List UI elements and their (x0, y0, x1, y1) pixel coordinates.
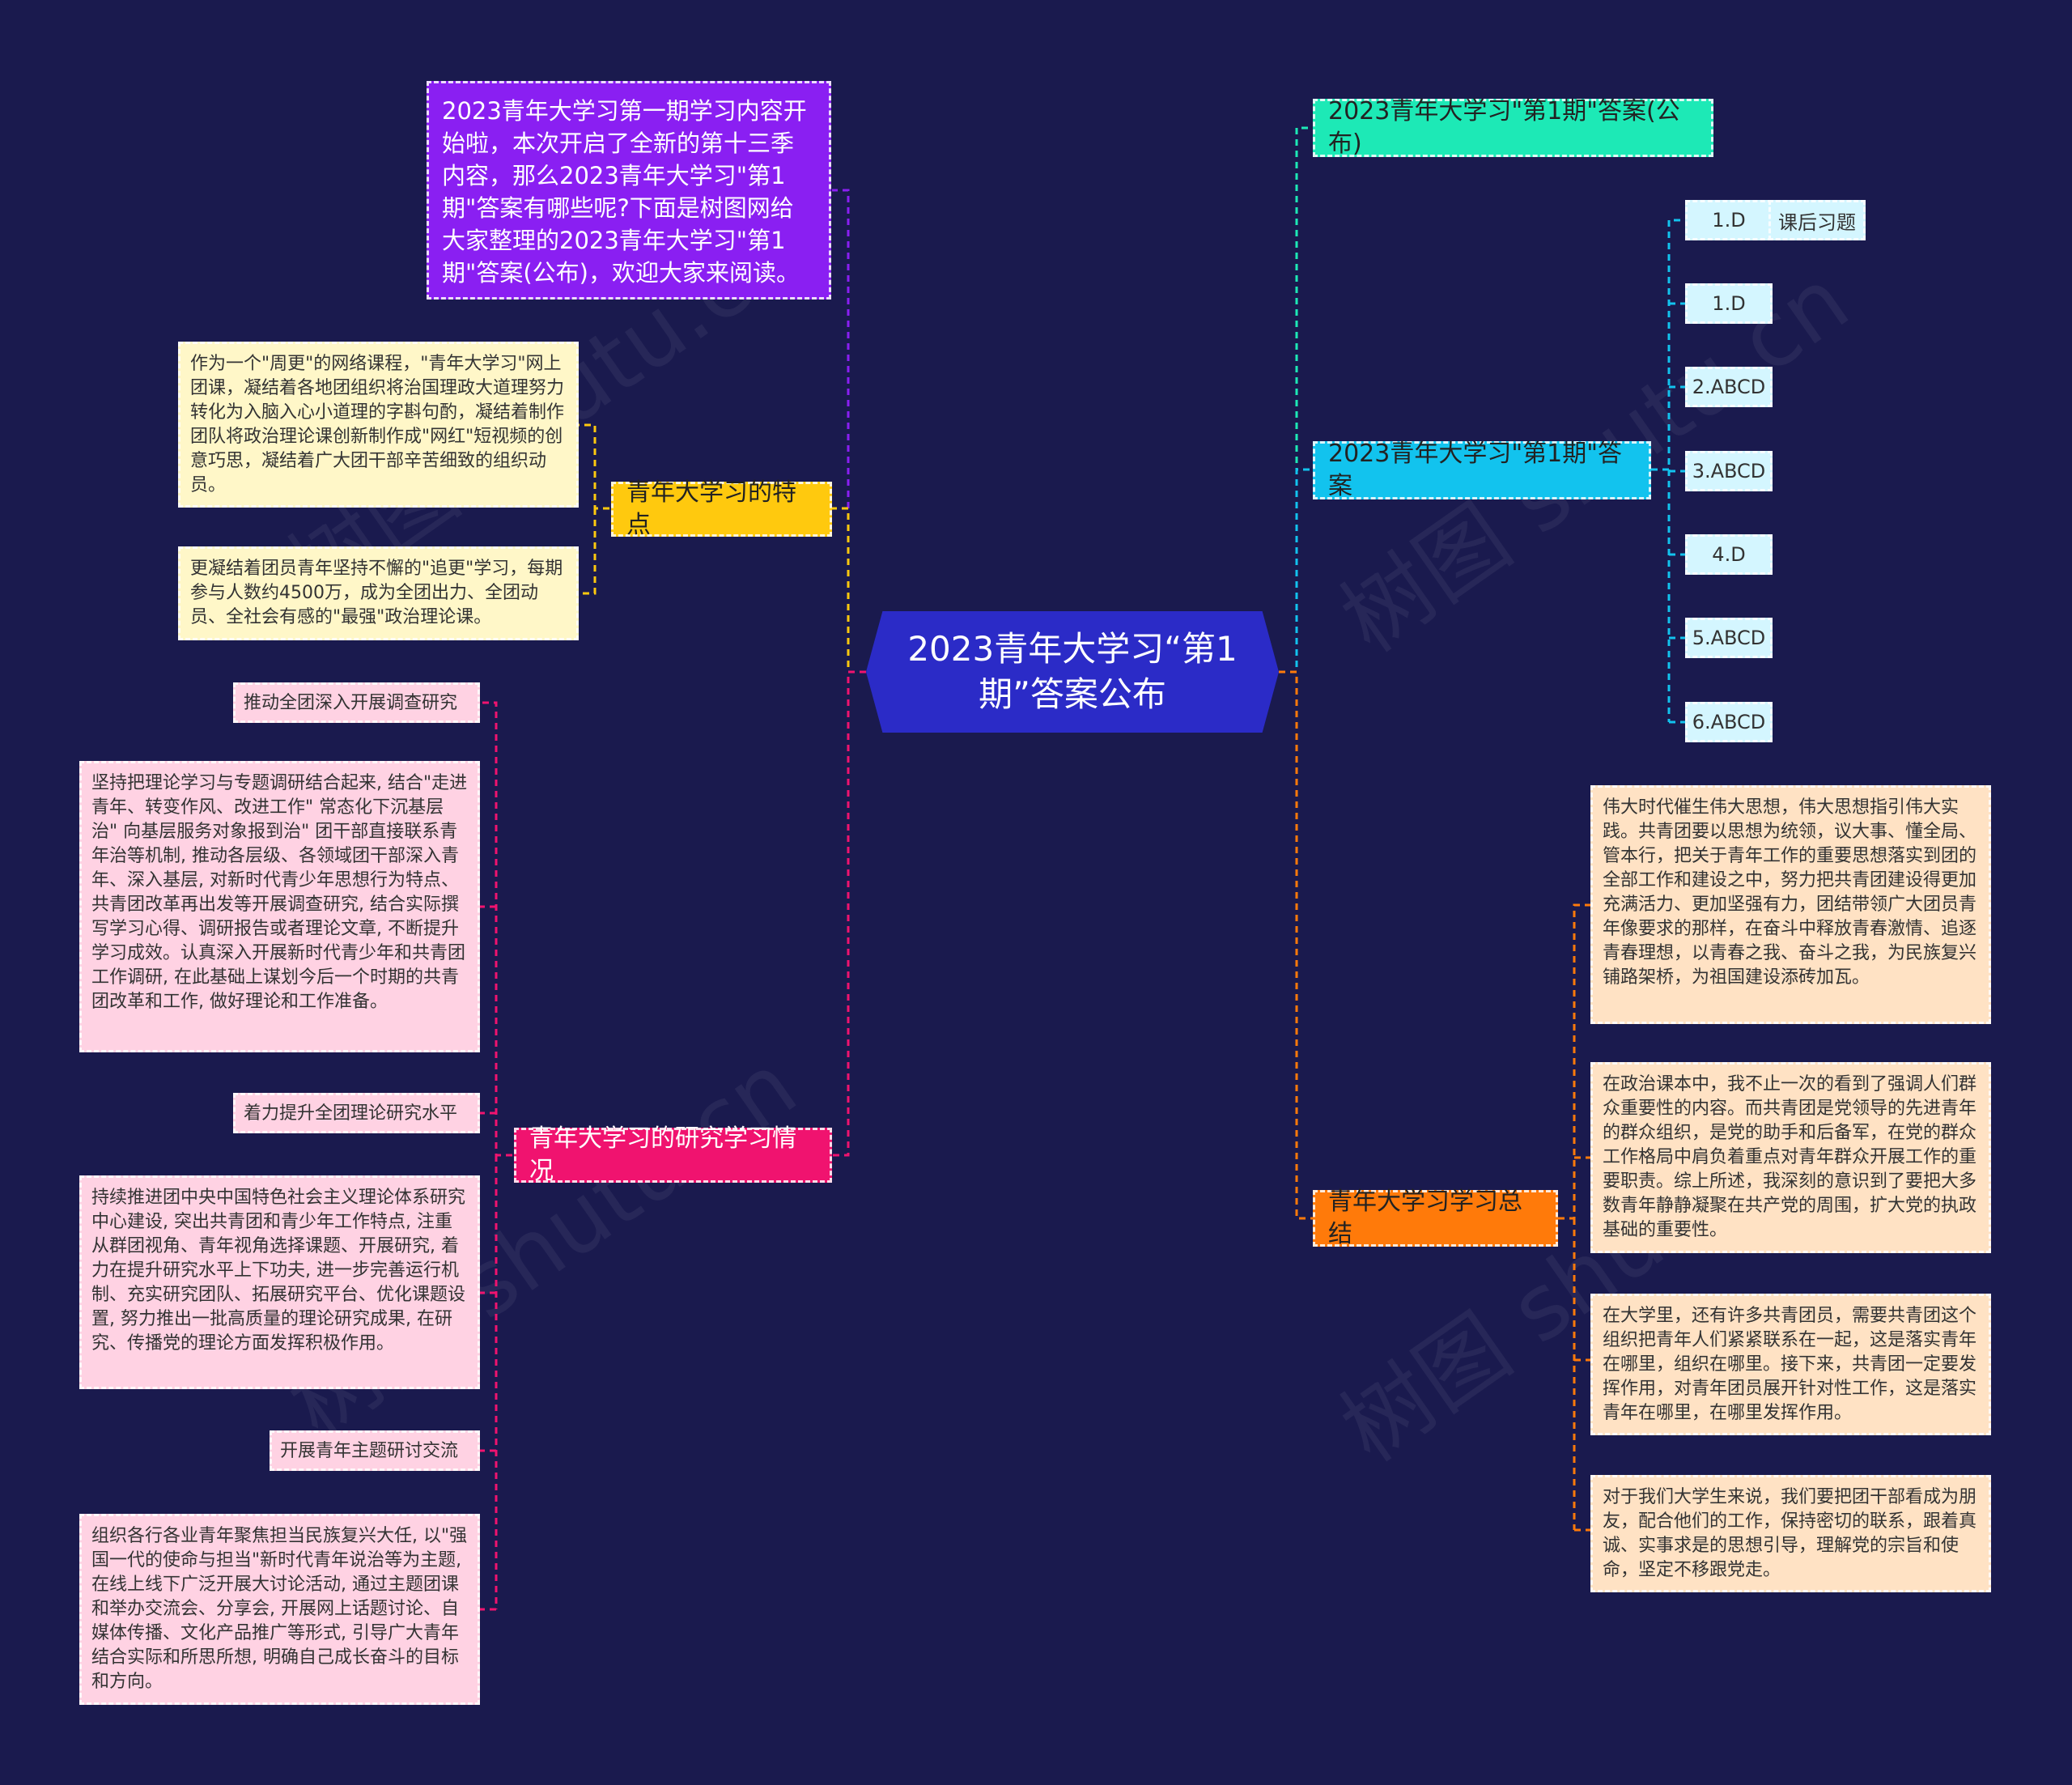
summary-leaf-2[interactable]: 在政治课本中，我不止一次的看到了强调人们群众重要性的内容。而共青团是党领导的先进… (1590, 1062, 1991, 1253)
features-leaf-1-text: 作为一个"周更"的网络课程，"青年大学习"网上团课，凝结着各地团组织将治国理政大… (190, 354, 565, 495)
link-answers-leaf (1651, 219, 1685, 724)
link-research (832, 670, 866, 1157)
topic-features-label: 青年大学习的特点 (626, 478, 796, 539)
answer-item-text: 3.ABCD (1692, 460, 1766, 482)
research-leaf-6-text: 组织各行各业青年聚焦担当民族复兴大任, 以"强国一代的使命与担当"新时代青年说治… (91, 1526, 468, 1692)
topic-features[interactable]: 青年大学习的特点 (611, 478, 832, 539)
answer-item[interactable]: 4.D (1685, 534, 1773, 575)
link-research-leaf (480, 701, 512, 1611)
research-leaf-2-text: 坚持把理论学习与专题调研结合起来, 结合"走进青年、转变作风、改进工作" 常态化… (91, 773, 468, 1012)
central-topic[interactable]: 2023青年大学习“第1期”答案公布 (866, 611, 1279, 733)
summary-leaf-1-text: 伟大时代催生伟大思想，伟大思想指引伟大实践。共青团要以思想为统领，议大事、懂全局… (1603, 797, 1977, 988)
answer-item-text: 1.D (1712, 209, 1746, 232)
topic-research-label: 青年大学习的研究学习情况 (529, 1124, 796, 1185)
topic-research[interactable]: 青年大学习的研究学习情况 (514, 1124, 832, 1185)
topic-answers-label: 2023青年大学习"第1期"答案 (1328, 440, 1623, 500)
research-leaf-1-text: 推动全团深入开展调查研究 (244, 693, 458, 713)
features-leaf-1[interactable]: 作为一个"周更"的网络课程，"青年大学习"网上团课，凝结着各地团组织将治国理政大… (178, 342, 579, 508)
research-leaf-4-text: 持续推进团中央中国特色社会主义理论体系研究中心建设, 突出共青团和青少年工作特点… (91, 1188, 466, 1354)
answer-item[interactable]: 2.ABCD (1685, 367, 1773, 407)
central-topic-label: 2023青年大学习“第1期”答案公布 (907, 629, 1238, 714)
answer-item-text: 6.ABCD (1692, 711, 1766, 733)
answer-item[interactable]: 6.ABCD (1685, 702, 1773, 742)
features-leaf-2-text: 更凝结着团员青年坚持不懈的"追更"学习，每期参与人数约4500万，成为全团出力、… (190, 559, 563, 627)
research-leaf-5[interactable]: 开展青年主题研讨交流 (270, 1430, 480, 1471)
research-leaf-6[interactable]: 组织各行各业青年聚焦担当民族复兴大任, 以"强国一代的使命与担当"新时代青年说治… (79, 1514, 480, 1705)
link-summary-leaf (1558, 903, 1590, 1532)
research-leaf-1[interactable]: 推动全团深入开展调查研究 (233, 682, 480, 723)
answer-item[interactable]: 3.ABCD (1685, 451, 1773, 491)
answer-item-text: 1.D (1712, 292, 1746, 315)
answer-item[interactable]: 1.D (1685, 283, 1773, 324)
research-leaf-4[interactable]: 持续推进团中央中国特色社会主义理论体系研究中心建设, 突出共青团和青少年工作特点… (79, 1175, 480, 1389)
summary-leaf-2-text: 在政治课本中，我不止一次的看到了强调人们群众重要性的内容。而共青团是党领导的先进… (1603, 1074, 1977, 1240)
link-answers (1279, 468, 1313, 674)
answer-subtopic[interactable]: 课后习题 (1768, 200, 1866, 240)
link-features (832, 507, 866, 674)
answer-subtopic-text: 课后习题 (1778, 210, 1856, 234)
summary-leaf-3[interactable]: 在大学里，还有许多共青团员，需要共青团这个组织把青年人们紧紧联系在一起，这是落实… (1590, 1294, 1991, 1435)
answer-item[interactable]: 5.ABCD (1685, 618, 1773, 658)
topic-answers[interactable]: 2023青年大学习"第1期"答案 (1313, 440, 1651, 500)
topic-answer-public[interactable]: 2023青年大学习"第1期"答案(公布) (1313, 97, 1713, 158)
summary-leaf-3-text: 在大学里，还有许多共青团员，需要共青团这个组织把青年人们紧紧联系在一起，这是落实… (1603, 1306, 1977, 1423)
answer-item-text: 5.ABCD (1692, 627, 1766, 649)
intro-note[interactable]: 2023青年大学习第一期学习内容开始啦，本次开启了全新的第十三季内容，那么202… (427, 81, 831, 300)
answer-item-text: 2.ABCD (1692, 376, 1766, 398)
answer-item-text: 4.D (1712, 543, 1746, 566)
link-answer-public (1279, 126, 1313, 674)
research-leaf-2[interactable]: 坚持把理论学习与专题调研结合起来, 结合"走进青年、转变作风、改进工作" 常态化… (79, 761, 480, 1052)
link-intro (832, 189, 866, 674)
research-leaf-3[interactable]: 着力提升全团理论研究水平 (233, 1093, 480, 1133)
topic-answer-public-label: 2023青年大学习"第1期"答案(公布) (1328, 97, 1680, 158)
answer-item[interactable]: 1.D (1685, 200, 1773, 240)
summary-leaf-4-text: 对于我们大学生来说，我们要把团干部看成为朋友，配合他们的工作，保持密切的联系，跟… (1603, 1487, 1977, 1580)
summary-leaf-1[interactable]: 伟大时代催生伟大思想，伟大思想指引伟大实践。共青团要以思想为统领，议大事、懂全局… (1590, 785, 1991, 1024)
topic-summary-label: 青年大学习学习总结 (1328, 1188, 1522, 1248)
intro-text: 2023青年大学习第一期学习内容开始啦，本次开启了全新的第十三季内容，那么202… (442, 97, 807, 287)
link-features-leaf (579, 423, 609, 595)
link-summary (1279, 670, 1313, 1220)
features-leaf-2[interactable]: 更凝结着团员青年坚持不懈的"追更"学习，每期参与人数约4500万，成为全团出力、… (178, 546, 579, 640)
topic-summary[interactable]: 青年大学习学习总结 (1313, 1188, 1558, 1248)
research-leaf-5-text: 开展青年主题研讨交流 (280, 1441, 459, 1461)
research-leaf-3-text: 着力提升全团理论研究水平 (244, 1103, 458, 1124)
summary-leaf-4[interactable]: 对于我们大学生来说，我们要把团干部看成为朋友，配合他们的工作，保持密切的联系，跟… (1590, 1475, 1991, 1592)
